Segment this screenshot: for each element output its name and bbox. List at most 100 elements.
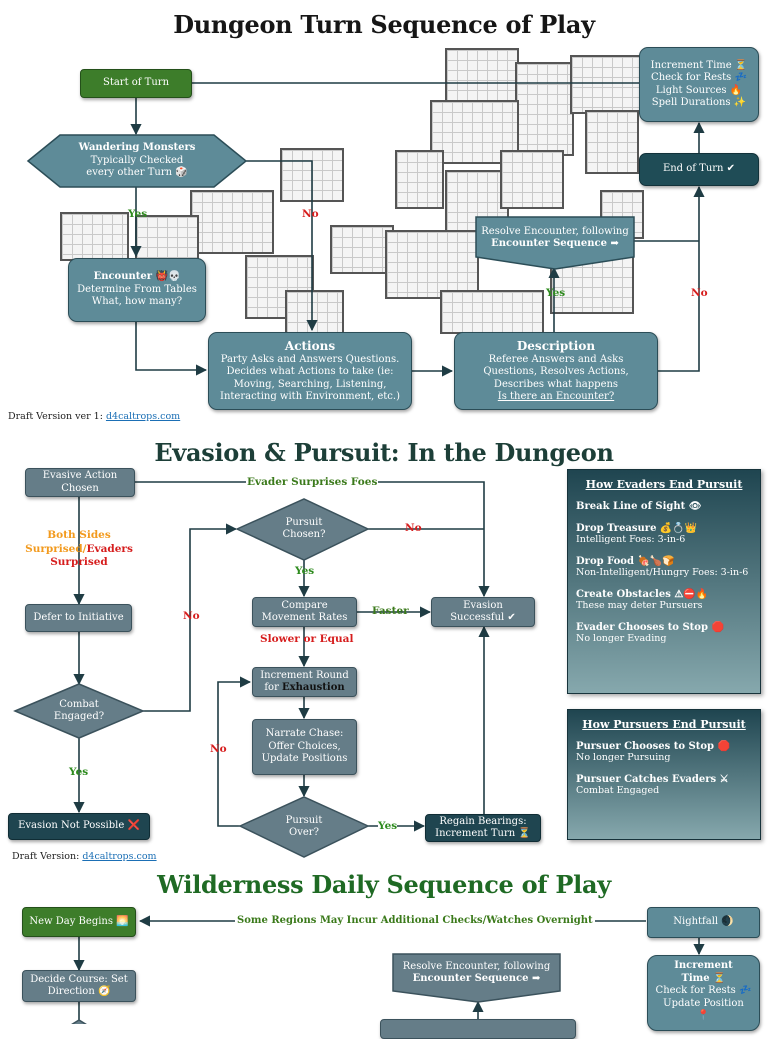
start-of-turn-label: Start of Turn: [102, 77, 170, 89]
is-there-encounter-link[interactable]: Is there an Encounter?: [497, 391, 615, 402]
draft-version-label: Draft Version ver 1:: [8, 411, 103, 422]
surprised-line: Surprised/: [25, 542, 87, 555]
description-title: Description: [516, 338, 596, 353]
draft-version-label-2: Draft Version:: [12, 851, 80, 862]
nightfall-box: Nightfall 🌒: [647, 907, 760, 938]
evaders-item: Drop Treasure 💰💍👑Intelligent Foes: 3-in-…: [576, 523, 752, 545]
slower-or-equal-label: Slower or Equal: [260, 633, 354, 645]
start-of-turn-box: Start of Turn: [80, 69, 192, 98]
evaders-item-head: Evader Chooses to Stop 🛑: [576, 622, 724, 633]
wandering-monsters-label: Wandering Monsters Typically Checked eve…: [60, 135, 214, 187]
yes-label-encounter: Yes: [128, 208, 148, 220]
evasion-successful-line1: Evasion: [463, 599, 503, 611]
d4caltrops-link-2[interactable]: d4caltrops.com: [82, 851, 157, 862]
wilderness-increment-line5: 📍: [697, 1010, 710, 1021]
light-sources-line: Light Sources 🔥: [655, 84, 743, 96]
defer-initiative-label: Defer to Initiative: [33, 611, 124, 623]
check-rests-line: Check for Rests 💤: [651, 72, 747, 83]
pursuit-chosen-line2: Chosen?: [282, 529, 326, 540]
defer-initiative-box: Defer to Initiative: [25, 604, 132, 632]
compare-movement-box: Compare Movement Rates: [252, 597, 357, 627]
increment-round-line1: Increment Round: [260, 669, 349, 681]
wandering-monsters-hexagon: [26, 134, 248, 188]
wilderness-resolve-label: Resolve Encounter, following Encounter S…: [393, 955, 560, 991]
evaders-item-sub: No longer Evading: [576, 633, 667, 644]
wilderness-resolve-line2: Encounter Sequence ➡: [412, 973, 541, 984]
pursuers-item-sub: No longer Pursuing: [576, 752, 671, 763]
wilderness-increment-line4: Update Position: [663, 997, 744, 1009]
wilderness-increment-line1: Increment: [674, 960, 733, 971]
faster-label: Faster: [372, 605, 409, 617]
wilderness-increment-box: Increment Time ⏳ Check for Rests 💤 Updat…: [647, 955, 760, 1031]
evasion-successful-line2: Successful ✔: [450, 612, 516, 623]
resolve-encounter-shape: [475, 216, 635, 270]
evaders-item: Drop Food 🍖🍗🍞Non-Intelligent/Hungry Foes…: [576, 556, 752, 578]
pursuers-item-sub: Combat Engaged: [576, 785, 660, 796]
partial-box-bottom: [380, 1019, 576, 1039]
pursuit-over-label: Pursuit Over?: [264, 810, 344, 844]
end-of-turn-label: End of Turn ✔: [662, 163, 736, 175]
pursuit-over-line2: Over?: [289, 827, 319, 838]
resolve-encounter-shape-2: [392, 953, 561, 1003]
actions-line2: Decides what Actions to take (ie:: [226, 366, 394, 377]
d4caltrops-link[interactable]: d4caltrops.com: [105, 411, 181, 422]
decision-diamond-partial: [71, 1019, 87, 1024]
pursuit-over-diamond: [238, 796, 370, 858]
resolve-encounter-label: Resolve Encounter, following Encounter S…: [476, 218, 634, 258]
evaders-end-pursuit-panel: How Evaders End Pursuit Break Line of Si…: [567, 469, 761, 694]
yes-label-pursuit-over: Yes: [378, 820, 398, 832]
combat-engaged-diamond: [13, 683, 145, 739]
actions-box: Actions Party Asks and Answers Questions…: [208, 332, 412, 410]
decide-course-line1: Decide Course: Set: [30, 973, 128, 985]
actions-line3: Moving, Searching, Listening,: [233, 378, 387, 390]
narrate-chase-box: Narrate Chase: Offer Choices, Update Pos…: [252, 719, 357, 775]
increment-time-box: Increment Time ⏳ Check for Rests 💤 Light…: [639, 47, 759, 122]
no-label-pursuit-over: No: [210, 743, 227, 755]
section-title-dungeon-turn: Dungeon Turn Sequence of Play: [173, 10, 595, 39]
exhaustion-word: Exhaustion: [282, 682, 345, 693]
evaders-item-sub: Non-Intelligent/Hungry Foes: 3-in-6: [576, 567, 749, 578]
pursuit-over-line1: Pursuit: [285, 814, 323, 826]
evaders-panel-title: How Evaders End Pursuit: [585, 478, 743, 491]
actions-line1: Party Asks and Answers Questions.: [220, 353, 400, 365]
yes-label-combat: Yes: [69, 766, 89, 778]
evaders-item-sub: These may deter Pursuers: [576, 600, 703, 611]
increment-time-line: Increment Time ⏳: [650, 59, 748, 71]
decide-course-line2: Direction 🧭: [47, 986, 111, 997]
pursuers-end-pursuit-panel: How Pursuers End Pursuit Pursuer Chooses…: [567, 709, 761, 840]
section-title-evasion-pursuit: Evasion & Pursuit: In the Dungeon: [154, 438, 614, 467]
regain-line1: Regain Bearings:: [439, 815, 527, 827]
evasion-successful-box: Evasion Successful ✔: [431, 597, 535, 627]
no-label-actions: No: [302, 208, 319, 220]
overnight-checks-label: Some Regions May Incur Additional Checks…: [235, 915, 595, 926]
draft-version-2: Draft Version: d4caltrops.com: [12, 851, 157, 862]
pursuers-item-head: Pursuer Chooses to Stop 🛑: [576, 741, 730, 752]
section-title-wilderness-daily: Wilderness Daily Sequence of Play: [157, 870, 611, 899]
combat-engaged-line2: Engaged?: [53, 711, 105, 722]
evasive-action-box: Evasive Action Chosen: [25, 468, 135, 497]
evader-surprises-label: Evader Surprises Foes: [246, 476, 379, 488]
actions-line4: Interacting with Environment, etc.): [220, 391, 400, 402]
no-label-end-turn: No: [691, 287, 708, 299]
spell-durations-line: Spell Durations ✨: [651, 97, 747, 108]
evaders-item-head: Drop Food 🍖🍗🍞: [576, 556, 675, 567]
evasion-not-possible-label: Evasion Not Possible ❌: [18, 820, 140, 832]
regain-bearings-box: Regain Bearings: Increment Turn ⏳: [425, 814, 541, 842]
resolve-encounter-line1: Resolve Encounter, following: [481, 225, 629, 237]
end-of-turn-box: End of Turn ✔: [639, 153, 759, 186]
wandering-monsters-title: Wandering Monsters: [78, 142, 196, 154]
encounter-box: Encounter 👹💀 Determine From Tables What,…: [68, 258, 206, 322]
evaders-item: Create Obstacles ⚠⛔🔥These may deter Purs…: [576, 589, 752, 611]
no-label-combat: No: [183, 610, 200, 622]
pursuers-item-head: Pursuer Catches Evaders ⚔: [576, 774, 729, 785]
evasion-not-possible-box: Evasion Not Possible ❌: [8, 813, 150, 840]
increment-round-box: Increment Round for Exhaustion: [252, 667, 357, 697]
yes-label-resolve: Yes: [546, 287, 566, 299]
wilderness-increment-line3: Check for Rests 💤: [655, 985, 752, 996]
description-box: Description Referee Answers and Asks Que…: [454, 332, 658, 410]
draft-version-1: Draft Version ver 1: d4caltrops.com: [8, 411, 180, 422]
encounter-title: Encounter 👹💀: [93, 271, 181, 283]
description-line2: Questions, Resolves Actions,: [483, 366, 629, 377]
increment-round-for: for: [264, 682, 283, 693]
encounter-line3: What, how many?: [91, 296, 183, 308]
